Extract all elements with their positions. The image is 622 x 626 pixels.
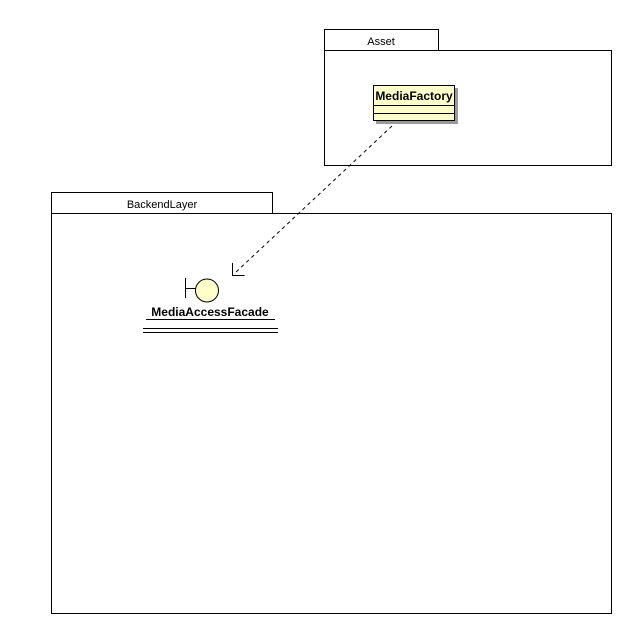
class-media-factory[interactable]: MediaFactory [373,85,459,125]
package-asset-label: Asset [367,36,395,48]
package-backend-layer-body[interactable] [51,213,612,614]
boundary-media-access-facade-label: MediaAccessFacade [151,305,269,319]
class-media-factory-label: MediaFactory [375,89,453,103]
class-media-factory-box[interactable] [373,85,455,121]
dependency-line[interactable] [235,125,393,273]
package-backend-layer[interactable]: BackendLayer [51,192,612,614]
boundary-icon-circle[interactable] [195,278,219,303]
package-asset-body[interactable] [324,50,612,166]
boundary-media-access-facade[interactable]: MediaAccessFacade [143,278,278,333]
dependency-arrow[interactable] [232,125,393,276]
package-asset[interactable]: Asset [324,29,612,166]
package-backend-layer-label: BackendLayer [127,199,198,211]
open-arrowhead-icon [232,263,245,276]
